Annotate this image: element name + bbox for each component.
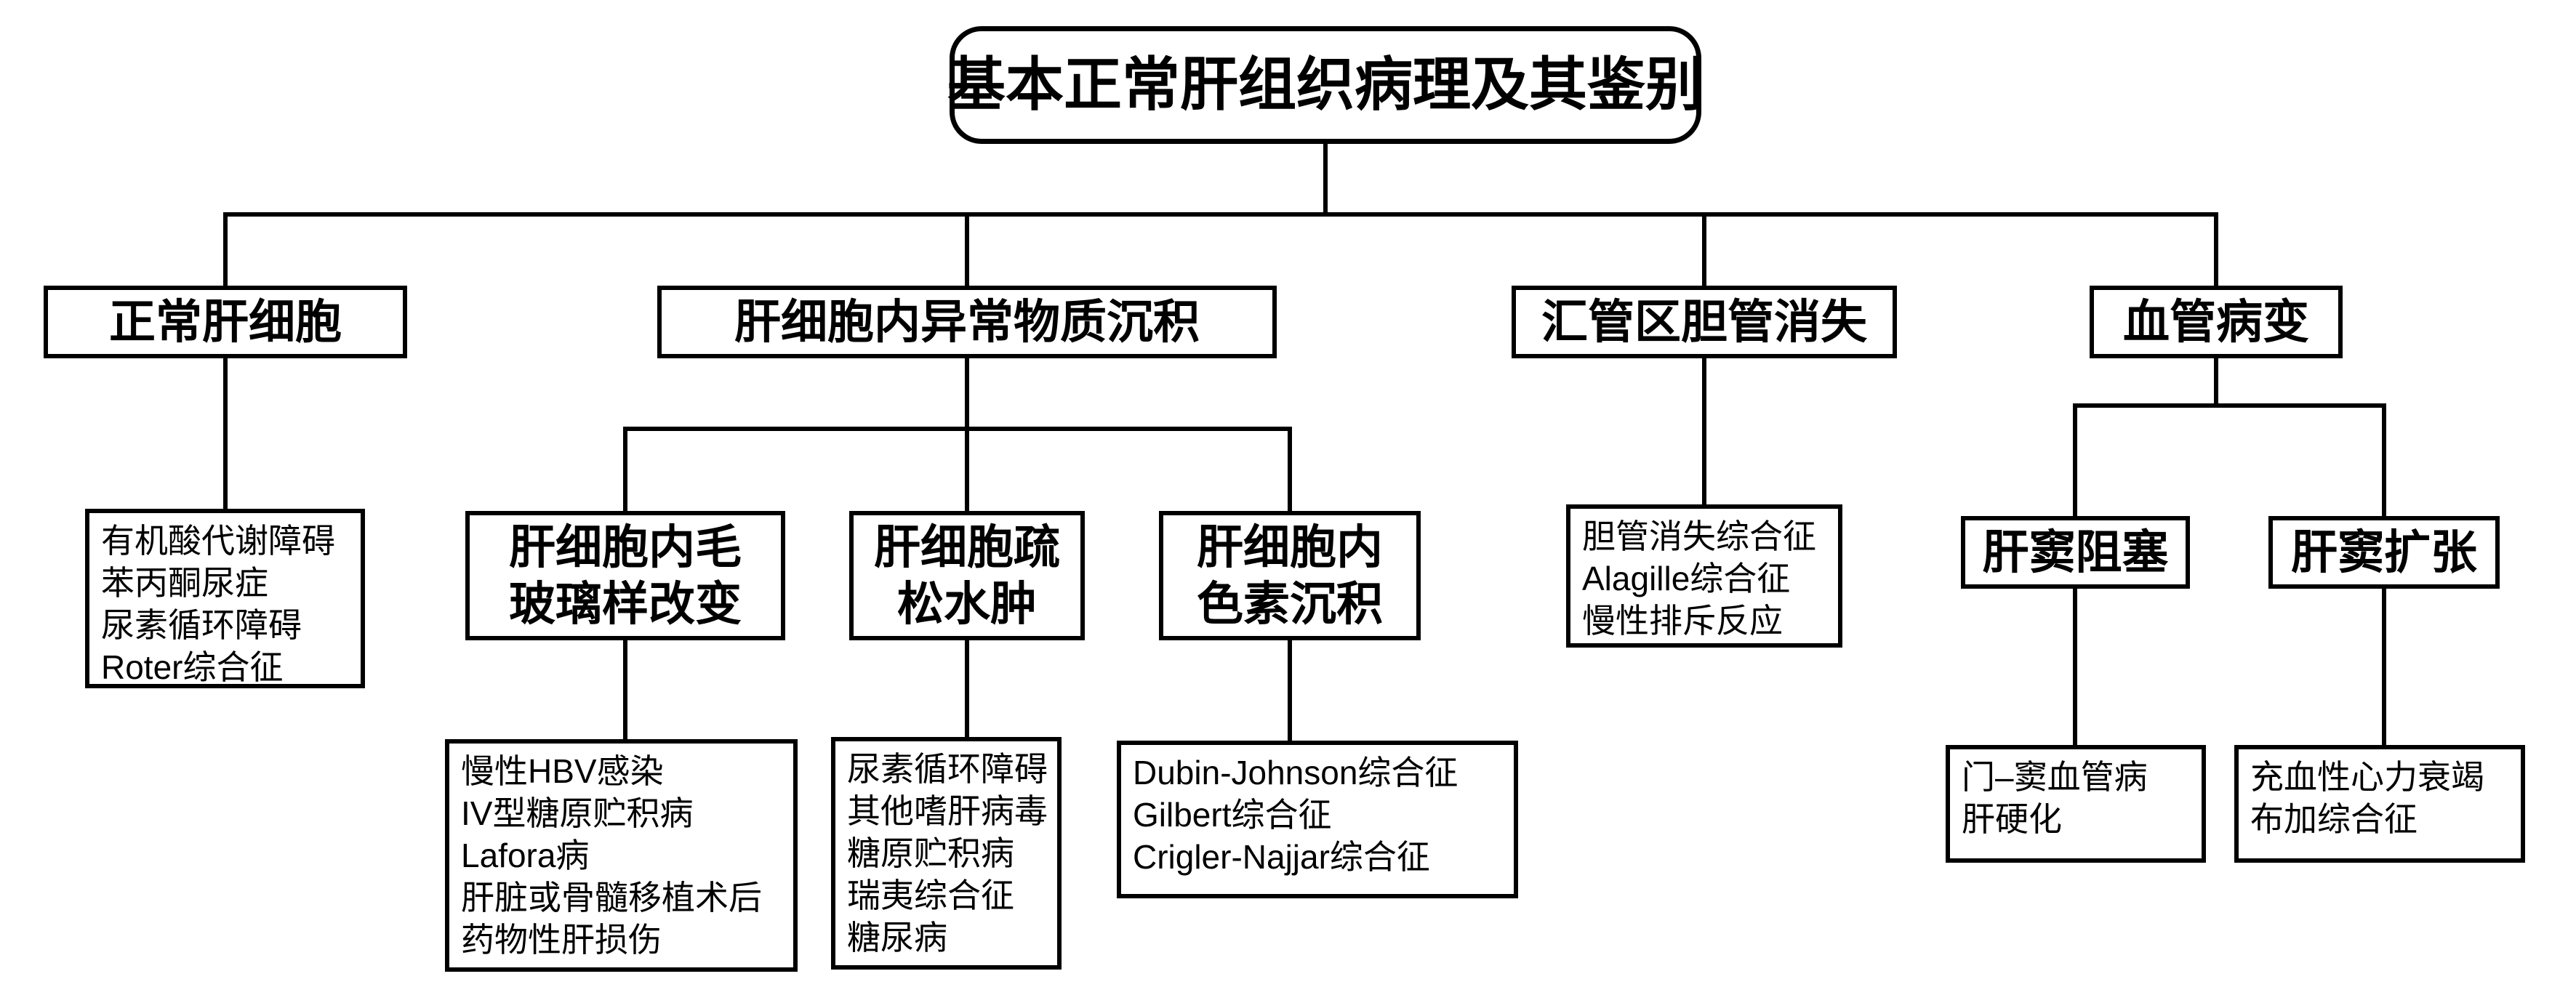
leaf-item: 胆管消失综合征 xyxy=(1582,517,1816,555)
leaf-item: Gilbert综合征 xyxy=(1133,795,1332,834)
node-ground-glass: 肝细胞内毛 玻璃样改变 xyxy=(465,511,785,640)
leaf-item: IV型糖原贮积病 xyxy=(461,794,694,832)
node-normal-hepatocyte: 正常肝细胞 xyxy=(44,286,407,358)
node-pigment-label-line1: 肝细胞内 xyxy=(1197,520,1383,573)
node-ground-glass-label-line1: 肝细胞内毛 xyxy=(509,520,742,573)
node-pigment-label-line2: 色素沉积 xyxy=(1197,578,1383,630)
leaf-normal-items: 有机酸代谢障碍 苯丙酮尿症 尿素循环障碍 Roter综合征 xyxy=(85,509,365,688)
leaf-item: 门–窦血管病 xyxy=(1962,758,2148,796)
node-root-label: 基本正常肝组织病理及其鉴别 xyxy=(947,52,1704,118)
node-normal-hepatocyte-label: 正常肝细胞 xyxy=(109,295,342,348)
node-sinus-obstruction: 肝窦阻塞 xyxy=(1961,516,2190,589)
leaf-item: 苯丙酮尿症 xyxy=(101,563,268,602)
leaf-edema-items: 尿素循环障碍 其他嗜肝病毒 糖原贮积病 瑞夷综合征 糖尿病 xyxy=(831,737,1062,970)
leaf-item: Alagille综合征 xyxy=(1582,559,1791,597)
leaf-item: 肝硬化 xyxy=(1962,799,2062,838)
leaf-item: 药物性肝损伤 xyxy=(461,920,662,959)
leaf-item: 有机酸代谢障碍 xyxy=(101,522,335,560)
node-abnormal-deposit-label: 肝细胞内异常物质沉积 xyxy=(734,295,1200,348)
leaf-pigment-items: Dubin-Johnson综合征 Gilbert综合征 Crigler-Najj… xyxy=(1117,741,1518,898)
node-bile-duct-loss: 汇管区胆管消失 xyxy=(1512,286,1897,358)
node-vascular-lesion: 血管病变 xyxy=(2090,286,2343,358)
leaf-item: 尿素循环障碍 xyxy=(847,750,1048,788)
node-pigment: 肝细胞内 色素沉积 xyxy=(1159,511,1421,640)
node-bile-duct-loss-label: 汇管区胆管消失 xyxy=(1541,295,1867,348)
node-edema: 肝细胞疏 松水肿 xyxy=(849,511,1085,640)
leaf-sinus-dilation-items: 充血性心力衰竭 布加综合征 xyxy=(2234,745,2525,863)
leaf-item: 糖原贮积病 xyxy=(847,834,1014,872)
node-sinus-obstruction-label: 肝窦阻塞 xyxy=(1982,525,2169,579)
leaf-item: 充血性心力衰竭 xyxy=(2250,758,2484,796)
leaf-item: Crigler-Najjar综合征 xyxy=(1133,837,1430,876)
node-ground-glass-label-line2: 玻璃样改变 xyxy=(509,578,742,630)
connector-path xyxy=(223,144,2386,746)
leaf-item: 肝脏或骨髓移植术后 xyxy=(461,878,762,916)
leaf-item: 布加综合征 xyxy=(2250,799,2417,838)
leaf-item: Lafora病 xyxy=(461,836,590,874)
node-edema-label-line1: 肝细胞疏 xyxy=(874,520,1060,573)
leaf-ground-glass-items: 慢性HBV感染 IV型糖原贮积病 Lafora病 肝脏或骨髓移植术后 药物性肝损… xyxy=(445,739,798,972)
leaf-item: 其他嗜肝病毒 xyxy=(847,791,1048,830)
leaf-item: Dubin-Johnson综合征 xyxy=(1133,754,1458,791)
node-sinus-dilation-label: 肝窦扩张 xyxy=(2291,525,2477,579)
leaf-item: 慢性排斥反应 xyxy=(1582,601,1783,640)
leaf-item: 瑞夷综合征 xyxy=(847,876,1014,914)
leaf-bile-duct-items: 胆管消失综合征 Alagille综合征 慢性排斥反应 xyxy=(1566,504,1842,648)
node-edema-label-line2: 松水肿 xyxy=(897,578,1037,630)
leaf-item: Roter综合征 xyxy=(101,648,284,686)
node-vascular-lesion-label: 血管病变 xyxy=(2123,295,2309,348)
leaf-sinus-obstruction-items: 门–窦血管病 肝硬化 xyxy=(1946,745,2206,863)
leaf-item: 尿素循环障碍 xyxy=(101,605,302,644)
node-sinus-dilation: 肝窦扩张 xyxy=(2268,516,2500,589)
node-root: 基本正常肝组织病理及其鉴别 xyxy=(947,26,1704,144)
node-abnormal-deposit: 肝细胞内异常物质沉积 xyxy=(657,286,1277,358)
leaf-item: 慢性HBV感染 xyxy=(461,752,664,790)
leaf-item: 糖尿病 xyxy=(847,918,947,956)
